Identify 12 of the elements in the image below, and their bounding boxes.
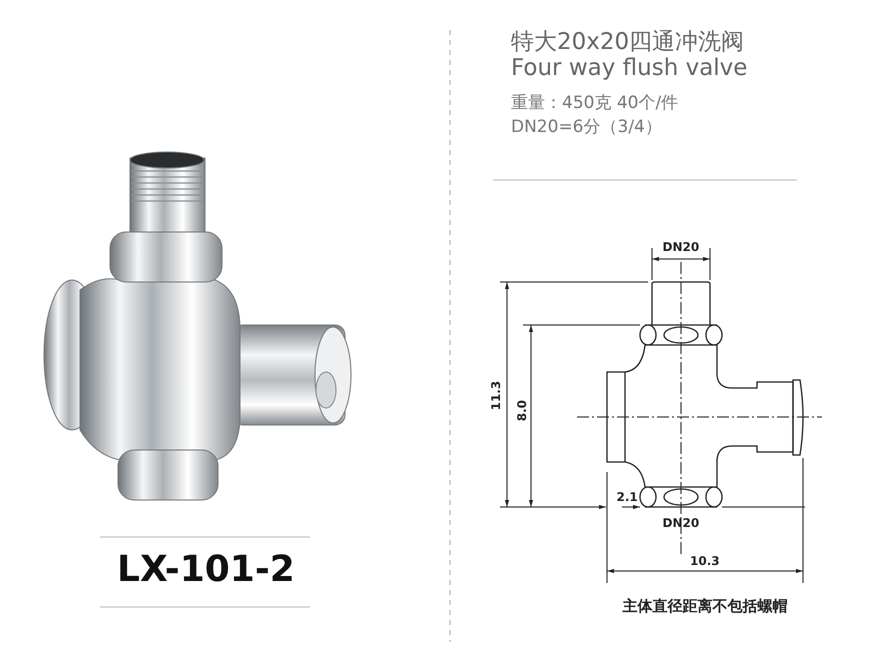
dimension-label: 11.3 [490,380,504,410]
dimension-label: 2.1 [616,491,638,504]
spec-text: 重量：450克 40个/件 [511,94,678,113]
caption-text: 主体直径距离不包括螺帽 [622,598,788,614]
dimension-label: 10.3 [690,555,720,568]
title: 特大20x20四通冲洗阀 [511,30,744,56]
subtitle: Four way flush valve [511,56,748,82]
dimension-label: DN20 [662,241,700,254]
model-number: LX-101-2 [117,550,295,590]
spec-text: DN20=6分（3/4） [511,118,662,137]
dimension-label: 8.0 [516,399,529,421]
dimension-label: DN20 [662,517,700,530]
